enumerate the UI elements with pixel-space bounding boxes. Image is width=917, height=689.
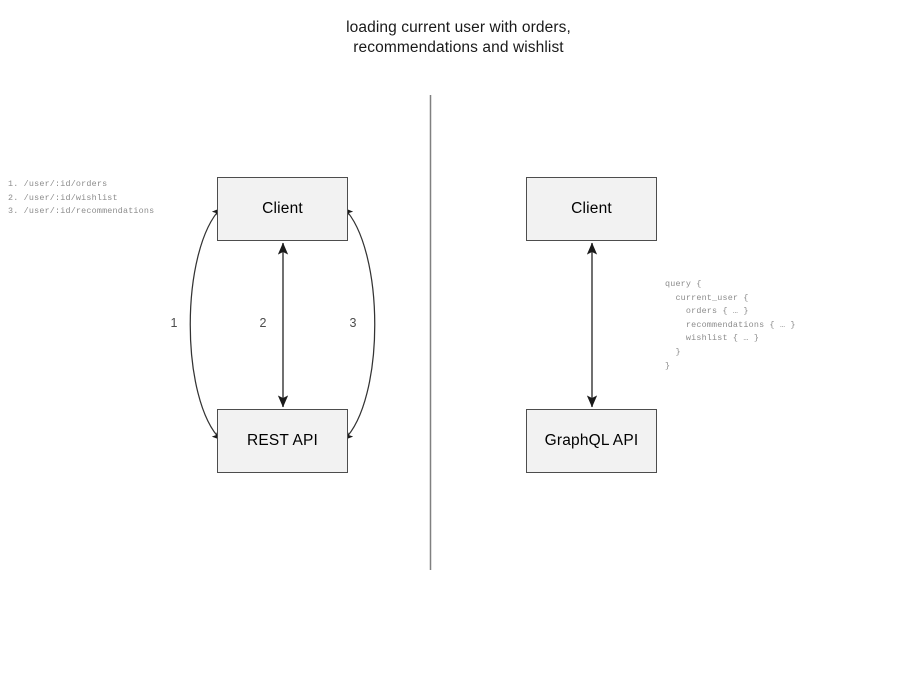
rest-edge-2-label: 2 (259, 316, 267, 330)
node-graphql-client[interactable]: Client (526, 177, 657, 241)
rest-edge-3-label: 3 (349, 316, 357, 330)
diagram-title: loading current user with orders, recomm… (346, 19, 571, 56)
node-graphql-client-label: Client (571, 200, 612, 217)
node-rest-api[interactable]: REST API (217, 409, 348, 473)
graphql-query-block: query { current_user { orders { … } reco… (665, 279, 796, 371)
node-rest-api-label: REST API (246, 432, 319, 449)
rest-endpoint-list: 1. /user/:id/orders 2. /user/:id/wishlis… (8, 179, 155, 217)
node-rest-client[interactable]: Client (217, 177, 348, 241)
rest-edge-1 (189, 207, 222, 441)
node-graphql-api-label: GraphQL API (544, 432, 639, 449)
node-rest-client-label: Client (262, 200, 303, 217)
node-graphql-api[interactable]: GraphQL API (526, 409, 657, 473)
rest-edge-1-label: 1 (170, 316, 178, 330)
